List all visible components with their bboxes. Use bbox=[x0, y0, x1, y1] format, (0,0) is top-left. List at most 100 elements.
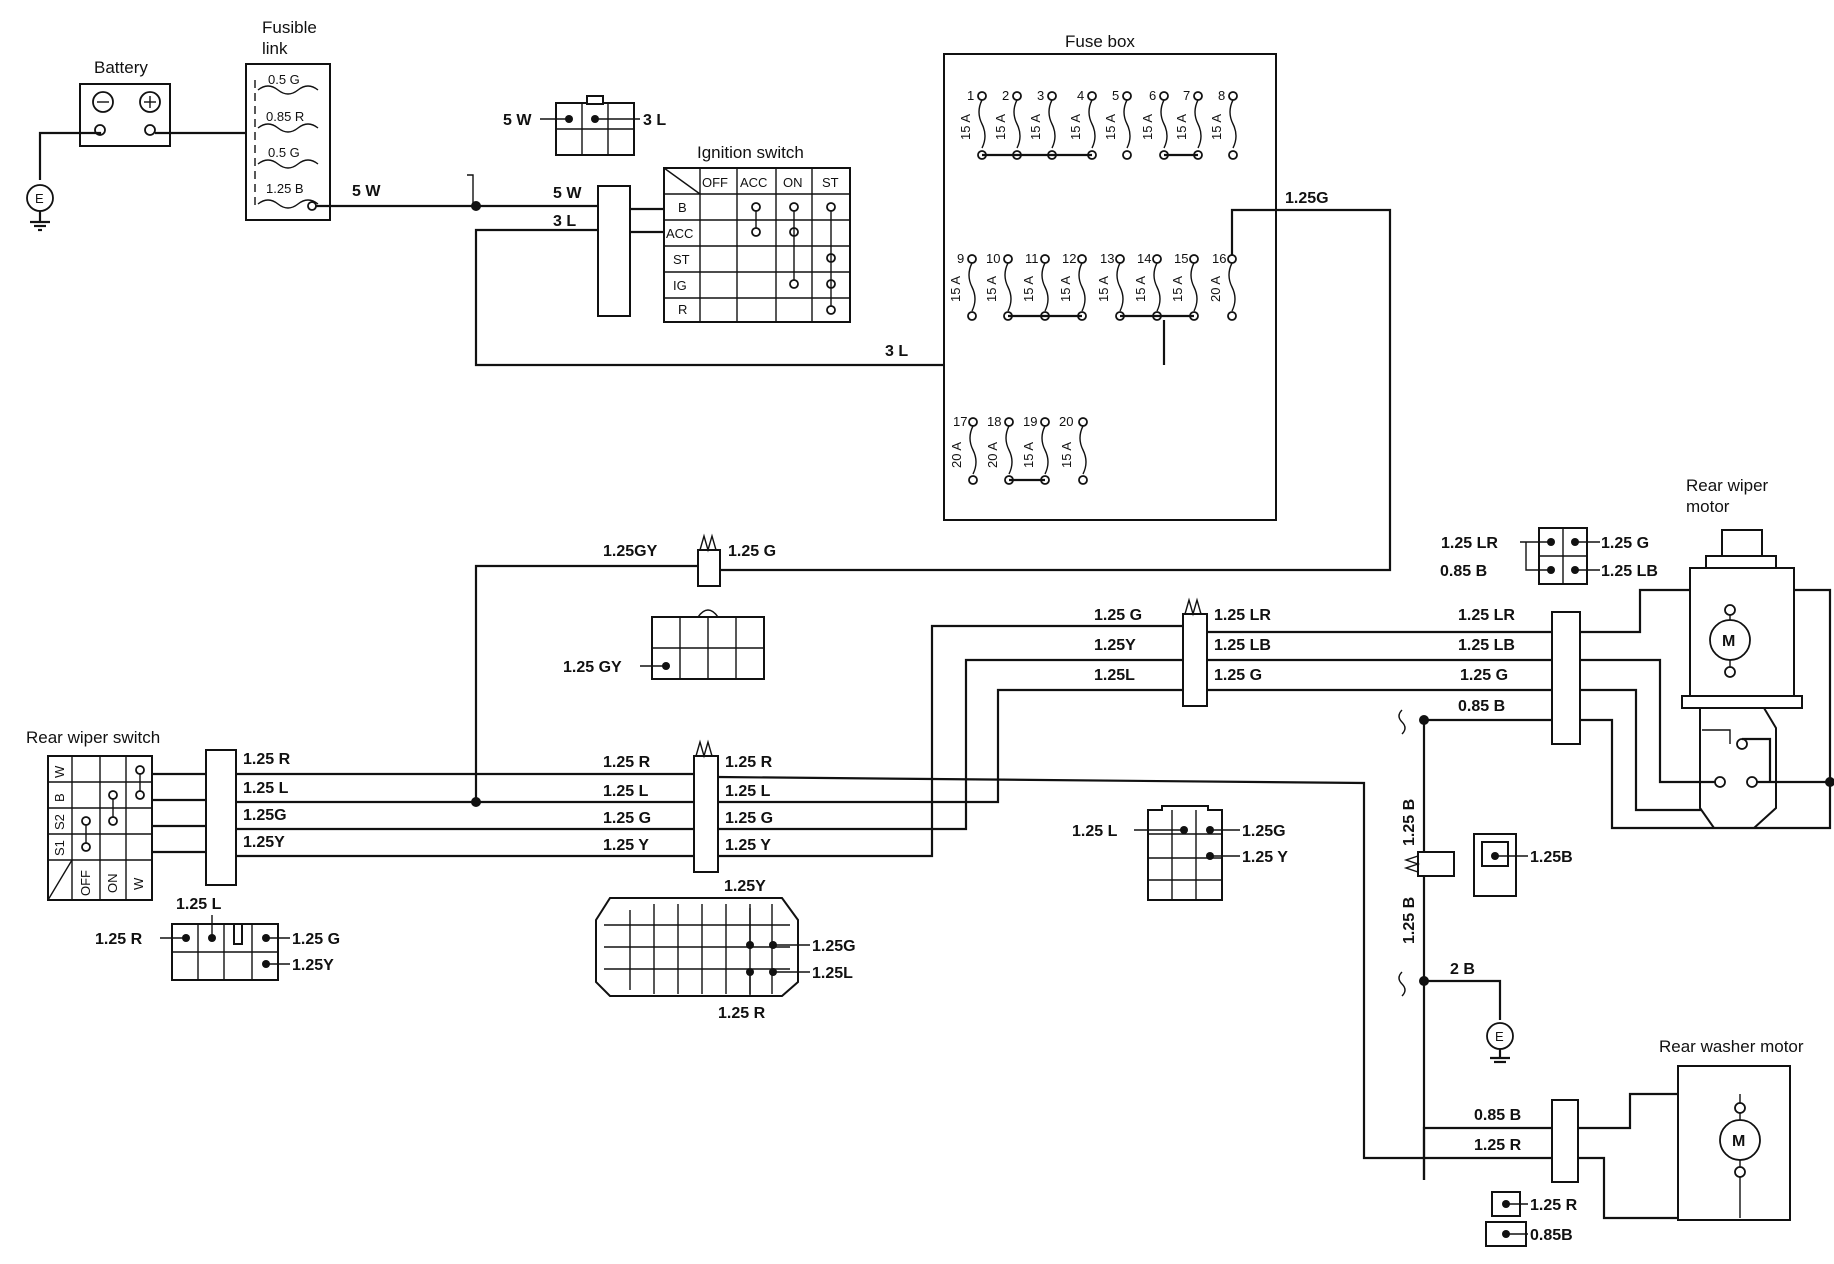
svg-text:20 A: 20 A bbox=[985, 442, 1000, 468]
svg-text:1.25 LR: 1.25 LR bbox=[1441, 535, 1498, 552]
svg-text:13: 13 bbox=[1100, 251, 1114, 266]
fusible-link-title-2: link bbox=[262, 39, 288, 58]
svg-text:ST: ST bbox=[822, 175, 839, 190]
svg-text:1.25Y: 1.25Y bbox=[724, 878, 766, 895]
svg-text:1.25Y: 1.25Y bbox=[243, 834, 285, 851]
svg-text:14: 14 bbox=[1137, 251, 1151, 266]
svg-text:1.25 GY: 1.25 GY bbox=[563, 659, 622, 676]
connector-125b: 1.25B bbox=[1473, 833, 1573, 897]
fusible-link: Fusible link 0.5 G 0.85 R 0.5 G 1.25 B bbox=[245, 18, 331, 221]
svg-text:1.25 B: 1.25 B bbox=[266, 181, 304, 196]
svg-text:19: 19 bbox=[1023, 414, 1037, 429]
svg-text:8: 8 bbox=[1218, 88, 1225, 103]
svg-text:1.25L: 1.25L bbox=[1094, 667, 1135, 684]
svg-text:W: W bbox=[52, 765, 67, 778]
svg-text:OFF: OFF bbox=[78, 870, 93, 896]
ignition-switch-title: Ignition switch bbox=[697, 143, 804, 162]
svg-text:5 W: 5 W bbox=[553, 185, 582, 202]
fuse-box-title: Fuse box bbox=[1065, 32, 1135, 51]
svg-text:0.5 G: 0.5 G bbox=[268, 145, 300, 160]
svg-text:5 W: 5 W bbox=[352, 183, 381, 200]
svg-text:1.25 G: 1.25 G bbox=[725, 810, 773, 827]
svg-text:15 A: 15 A bbox=[984, 276, 999, 302]
splice-upper-right: 1.25 G 1.25Y 1.25L 1.25 LR 1.25 LB 1.25 … bbox=[1094, 597, 1271, 707]
svg-text:0.85 B: 0.85 B bbox=[1440, 563, 1487, 580]
svg-text:2 B: 2 B bbox=[1450, 961, 1475, 978]
svg-text:15 A: 15 A bbox=[1021, 276, 1036, 302]
svg-text:15 A: 15 A bbox=[948, 276, 963, 302]
svg-text:1.25 L: 1.25 L bbox=[603, 783, 649, 800]
svg-text:20: 20 bbox=[1059, 414, 1073, 429]
fuse-box: Fuse box 115 A 215 A 315 A 415 A 515 A 6… bbox=[943, 32, 1277, 521]
svg-text:1.25 G: 1.25 G bbox=[603, 810, 651, 827]
svg-text:1.25 Y: 1.25 Y bbox=[725, 837, 771, 854]
svg-text:ON: ON bbox=[783, 175, 803, 190]
svg-text:E: E bbox=[35, 191, 44, 206]
svg-text:15 A: 15 A bbox=[1068, 114, 1083, 140]
svg-text:15 A: 15 A bbox=[1140, 114, 1155, 140]
svg-text:1.25 G: 1.25 G bbox=[1601, 535, 1649, 552]
svg-text:1.25 G: 1.25 G bbox=[292, 931, 340, 948]
svg-text:1.25GY: 1.25GY bbox=[603, 543, 658, 560]
fuse-row-top: 115 A 215 A 315 A 415 A 515 A 615 A 715 … bbox=[958, 88, 1238, 160]
connector-lr-lb: 1.25 LR 0.85 B 1.25 G 1.25 LB bbox=[1440, 527, 1658, 585]
ground-symbol: E bbox=[26, 184, 54, 232]
rear-washer-motor-title: Rear washer motor bbox=[1659, 1037, 1804, 1056]
svg-text:1.25 G: 1.25 G bbox=[728, 543, 776, 560]
svg-text:16: 16 bbox=[1212, 251, 1226, 266]
connector-washer: 1.25 R 0.85B bbox=[1485, 1191, 1578, 1247]
svg-text:1.25G: 1.25G bbox=[1242, 823, 1286, 840]
ignition-switch: Ignition switch OFF ACC ON ST B ACC ST I… bbox=[663, 143, 851, 323]
rear-wiper-motor-title-2: motor bbox=[1686, 497, 1730, 516]
svg-text:15 A: 15 A bbox=[1133, 276, 1148, 302]
svg-text:1.25 LR: 1.25 LR bbox=[1458, 607, 1515, 624]
fusible-link-box bbox=[245, 63, 331, 221]
wiper-switch-connector bbox=[205, 749, 237, 886]
connector-wiper-switch: 1.25 L 1.25 R 1.25 G 1.25Y bbox=[95, 896, 340, 981]
svg-text:B: B bbox=[52, 793, 67, 802]
svg-text:1.25 L: 1.25 L bbox=[243, 780, 289, 797]
svg-text:1.25 R: 1.25 R bbox=[718, 1005, 766, 1022]
svg-text:1.25 R: 1.25 R bbox=[95, 931, 143, 948]
svg-text:0.85 B: 0.85 B bbox=[1458, 698, 1505, 715]
svg-text:4: 4 bbox=[1077, 88, 1084, 103]
svg-text:W: W bbox=[131, 877, 146, 890]
svg-text:3 L: 3 L bbox=[885, 343, 908, 360]
svg-text:1.25G: 1.25G bbox=[1285, 190, 1329, 207]
svg-text:17: 17 bbox=[953, 414, 967, 429]
svg-text:1.25 L: 1.25 L bbox=[1072, 823, 1118, 840]
svg-text:5: 5 bbox=[1112, 88, 1119, 103]
battery: Battery bbox=[38, 58, 250, 180]
svg-text:1.25Y: 1.25Y bbox=[292, 957, 334, 974]
svg-text:15 A: 15 A bbox=[1096, 276, 1111, 302]
connector-large: 1.25Y 1.25G 1.25L 1.25 R bbox=[595, 878, 856, 1022]
svg-text:1.25B: 1.25B bbox=[1530, 849, 1573, 866]
svg-text:15 A: 15 A bbox=[1059, 442, 1074, 468]
fusible-link-title-1: Fusible bbox=[262, 18, 317, 37]
svg-text:3: 3 bbox=[1037, 88, 1044, 103]
svg-text:9: 9 bbox=[957, 251, 964, 266]
svg-text:15 A: 15 A bbox=[1174, 114, 1189, 140]
svg-text:IG: IG bbox=[673, 278, 687, 293]
svg-text:15 A: 15 A bbox=[1209, 114, 1224, 140]
svg-text:1.25G: 1.25G bbox=[812, 938, 856, 955]
svg-text:B: B bbox=[678, 200, 687, 215]
washer-motor-connector bbox=[1551, 1099, 1579, 1183]
svg-text:1: 1 bbox=[967, 88, 974, 103]
svg-text:1.25 R: 1.25 R bbox=[603, 754, 651, 771]
svg-text:1.25 L: 1.25 L bbox=[725, 783, 771, 800]
svg-text:15 A: 15 A bbox=[1021, 442, 1036, 468]
svg-text:15 A: 15 A bbox=[1058, 276, 1073, 302]
svg-text:ACC: ACC bbox=[666, 226, 693, 241]
svg-text:1.25 LB: 1.25 LB bbox=[1214, 637, 1271, 654]
splice-gy-g: 1.25GY 1.25 G bbox=[603, 533, 776, 587]
fuse-box-outline bbox=[943, 53, 1277, 521]
svg-text:1.25 R: 1.25 R bbox=[1474, 1137, 1522, 1154]
svg-text:1.25 G: 1.25 G bbox=[1460, 667, 1508, 684]
svg-text:15 A: 15 A bbox=[1103, 114, 1118, 140]
svg-text:11: 11 bbox=[1025, 251, 1039, 266]
svg-text:0.85 R: 0.85 R bbox=[266, 109, 304, 124]
